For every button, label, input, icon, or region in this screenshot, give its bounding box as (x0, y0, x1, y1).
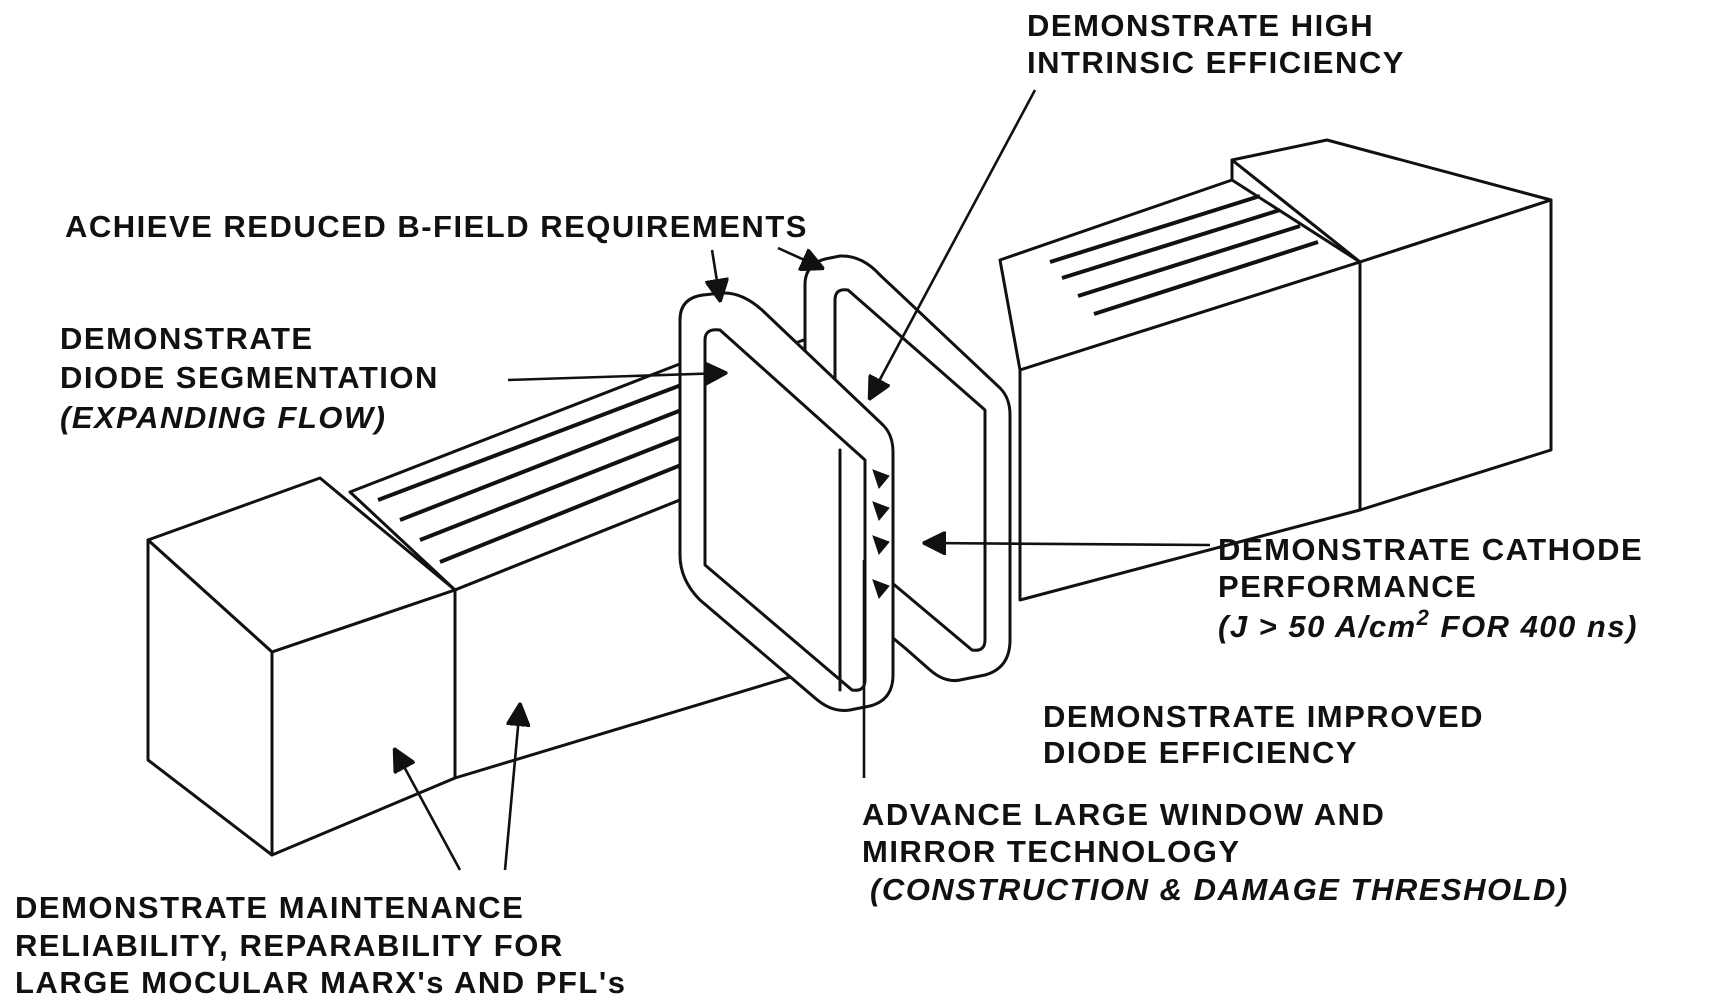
leader-b-field-left (712, 249, 720, 300)
device-illustration (146, 138, 1553, 857)
label-window-mirror-line2: MIRROR TECHNOLOGY (862, 834, 1241, 869)
label-diode-efficiency-line1: DEMONSTRATE IMPROVED (1043, 699, 1484, 734)
cathode-formula-a: (J > 50 A/cm (1218, 609, 1417, 644)
leader-lines (395, 89, 1211, 871)
label-maintenance-line3: LARGE MOCULAR MARX's AND PFL's (15, 965, 626, 1000)
label-high-efficiency-line1: DEMONSTRATE HIGH (1027, 8, 1374, 43)
label-diode-efficiency-line2: DIODE EFFICIENCY (1043, 735, 1358, 770)
label-high-efficiency-line2: INTRINSIC EFFICIENCY (1027, 45, 1405, 80)
label-diode-segmentation-line1: DEMONSTRATE (60, 321, 314, 356)
cathode-arrows (872, 469, 890, 600)
magnetic-coil-front (678, 291, 895, 712)
leader-b-field-right (777, 246, 822, 268)
label-diode-segmentation-line3: (EXPANDING FLOW) (60, 400, 387, 435)
leader-high-efficiency (870, 89, 1037, 398)
leader-diode-segmentation (507, 373, 725, 380)
label-window-mirror-line1: ADVANCE LARGE WINDOW AND (862, 797, 1385, 832)
label-cathode: DEMONSTRATE CATHODE PERFORMANCE (J > 50 … (1218, 532, 1643, 644)
label-maintenance: DEMONSTRATE MAINTENANCE RELIABILITY, REP… (15, 890, 626, 1000)
label-cathode-line3: (J > 50 A/cm2 FOR 400 ns) (1218, 605, 1638, 644)
cathode-formula-b: FOR 400 ns) (1430, 609, 1638, 644)
leader-cathode (925, 543, 1211, 545)
label-cathode-line2: PERFORMANCE (1218, 569, 1477, 604)
label-diode-segmentation: DEMONSTRATE DIODE SEGMENTATION (EXPANDIN… (60, 321, 439, 435)
label-maintenance-line2: RELIABILITY, REPARABILITY FOR (15, 928, 564, 963)
leader-maintenance-pfl (503, 705, 520, 871)
left-end-box (146, 476, 457, 857)
right-pfl-section (998, 178, 1362, 602)
label-diode-segmentation-line2: DIODE SEGMENTATION (60, 360, 439, 395)
cathode-formula-sup: 2 (1416, 605, 1431, 630)
label-diode-efficiency: DEMONSTRATE IMPROVED DIODE EFFICIENCY (1043, 699, 1484, 770)
leader-maintenance-box (395, 750, 462, 871)
label-high-efficiency: DEMONSTRATE HIGH INTRINSIC EFFICIENCY (1027, 8, 1405, 80)
label-b-field: ACHIEVE REDUCED B-FIELD REQUIREMENTS (65, 209, 808, 244)
label-maintenance-line1: DEMONSTRATE MAINTENANCE (15, 890, 524, 925)
label-window-mirror: ADVANCE LARGE WINDOW AND MIRROR TECHNOLO… (862, 797, 1569, 907)
label-window-mirror-line3: (CONSTRUCTION & DAMAGE THRESHOLD) (870, 872, 1569, 907)
label-cathode-line1: DEMONSTRATE CATHODE (1218, 532, 1643, 567)
